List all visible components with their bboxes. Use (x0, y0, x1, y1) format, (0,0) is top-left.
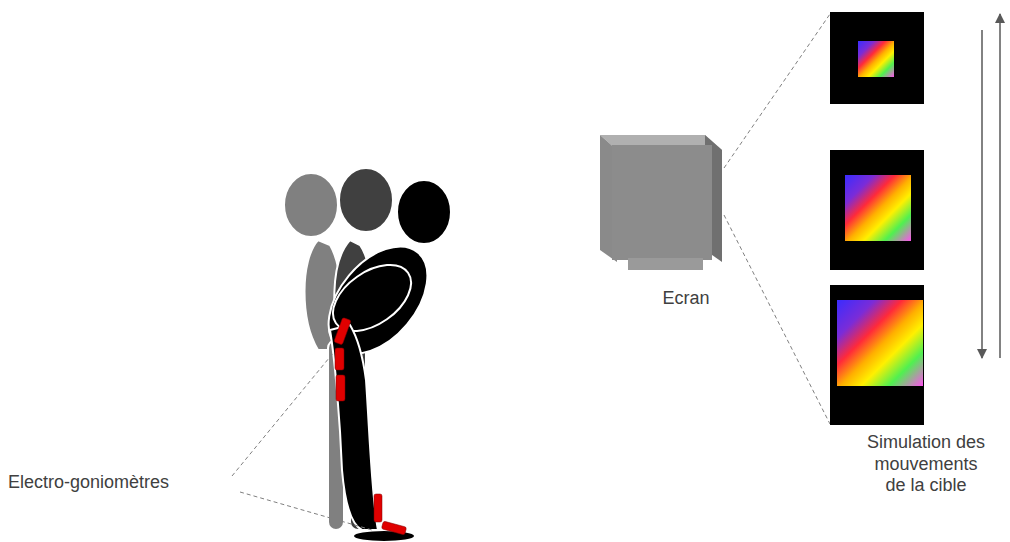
target-panel (830, 12, 924, 425)
sensor-label: Electro-goniomètres (8, 472, 169, 494)
screen-icon (600, 135, 722, 270)
subject-figure (284, 168, 451, 541)
projection-line (724, 14, 830, 424)
caption-label: Simulation des mouvements de la cible (862, 432, 990, 497)
motion-arrow (982, 14, 1000, 358)
leader-line (232, 352, 372, 530)
screen-label: Ecran (628, 288, 744, 310)
